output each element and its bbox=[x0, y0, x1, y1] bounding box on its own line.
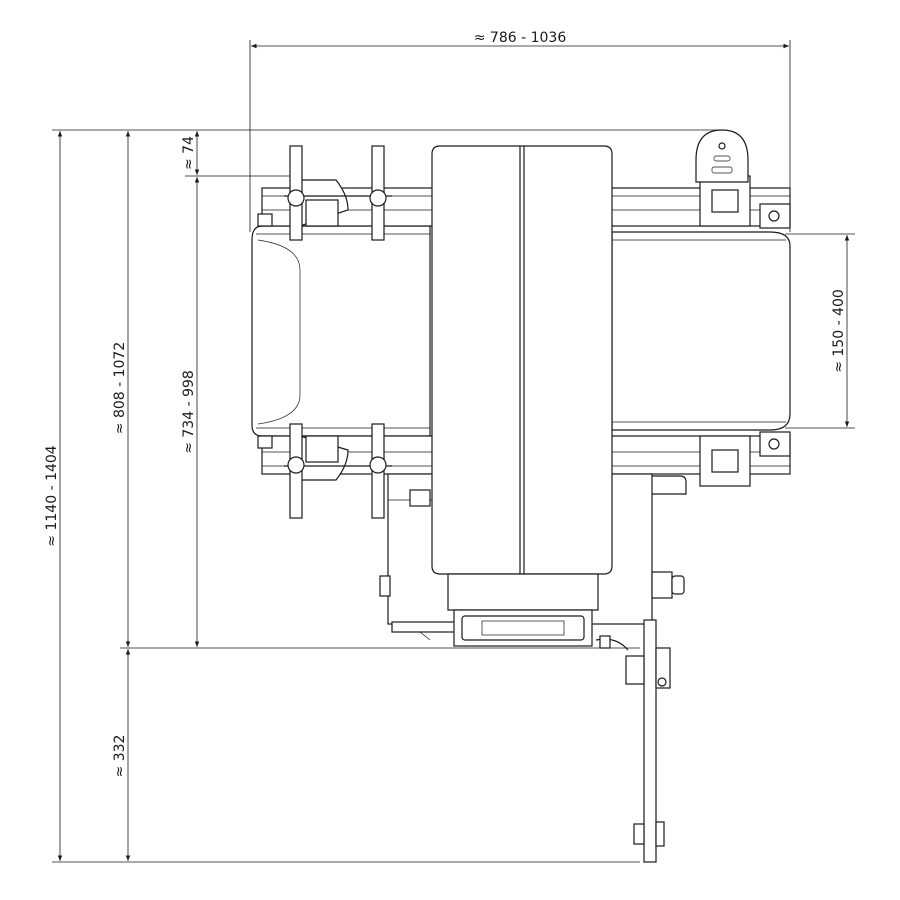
dim-label-overall-width: ≈ 786 - 1036 bbox=[474, 30, 567, 46]
operator-box bbox=[695, 129, 749, 183]
dim-label-belt-width: ≈ 150 - 400 bbox=[831, 289, 847, 373]
support-bracket bbox=[595, 619, 671, 863]
left-end-hardware bbox=[257, 145, 392, 519]
dimension-labels: ≈ 786 - 1036 ≈ 1140 - 1404 ≈ 808 - 1072 … bbox=[44, 30, 847, 777]
right-end-hardware bbox=[699, 175, 791, 487]
clamp-knob bbox=[287, 456, 305, 474]
detector-head bbox=[431, 145, 613, 647]
conveyor-belt bbox=[251, 225, 791, 437]
clamp-knob bbox=[287, 189, 305, 207]
dim-label-total-height: ≈ 1140 - 1404 bbox=[44, 445, 60, 546]
dim-label-frame-height: ≈ 808 - 1072 bbox=[112, 342, 128, 434]
display-screen bbox=[461, 615, 585, 641]
clamp-knob bbox=[369, 456, 387, 474]
dimension-lines bbox=[52, 40, 855, 863]
dim-label-bottom-offset: ≈ 332 bbox=[112, 735, 128, 778]
motor-stub bbox=[651, 571, 673, 599]
clamp-knob bbox=[369, 189, 387, 207]
dim-label-belt-height: ≈ 734 - 998 bbox=[181, 370, 197, 454]
dim-label-top-offset: ≈ 74 bbox=[181, 136, 197, 170]
